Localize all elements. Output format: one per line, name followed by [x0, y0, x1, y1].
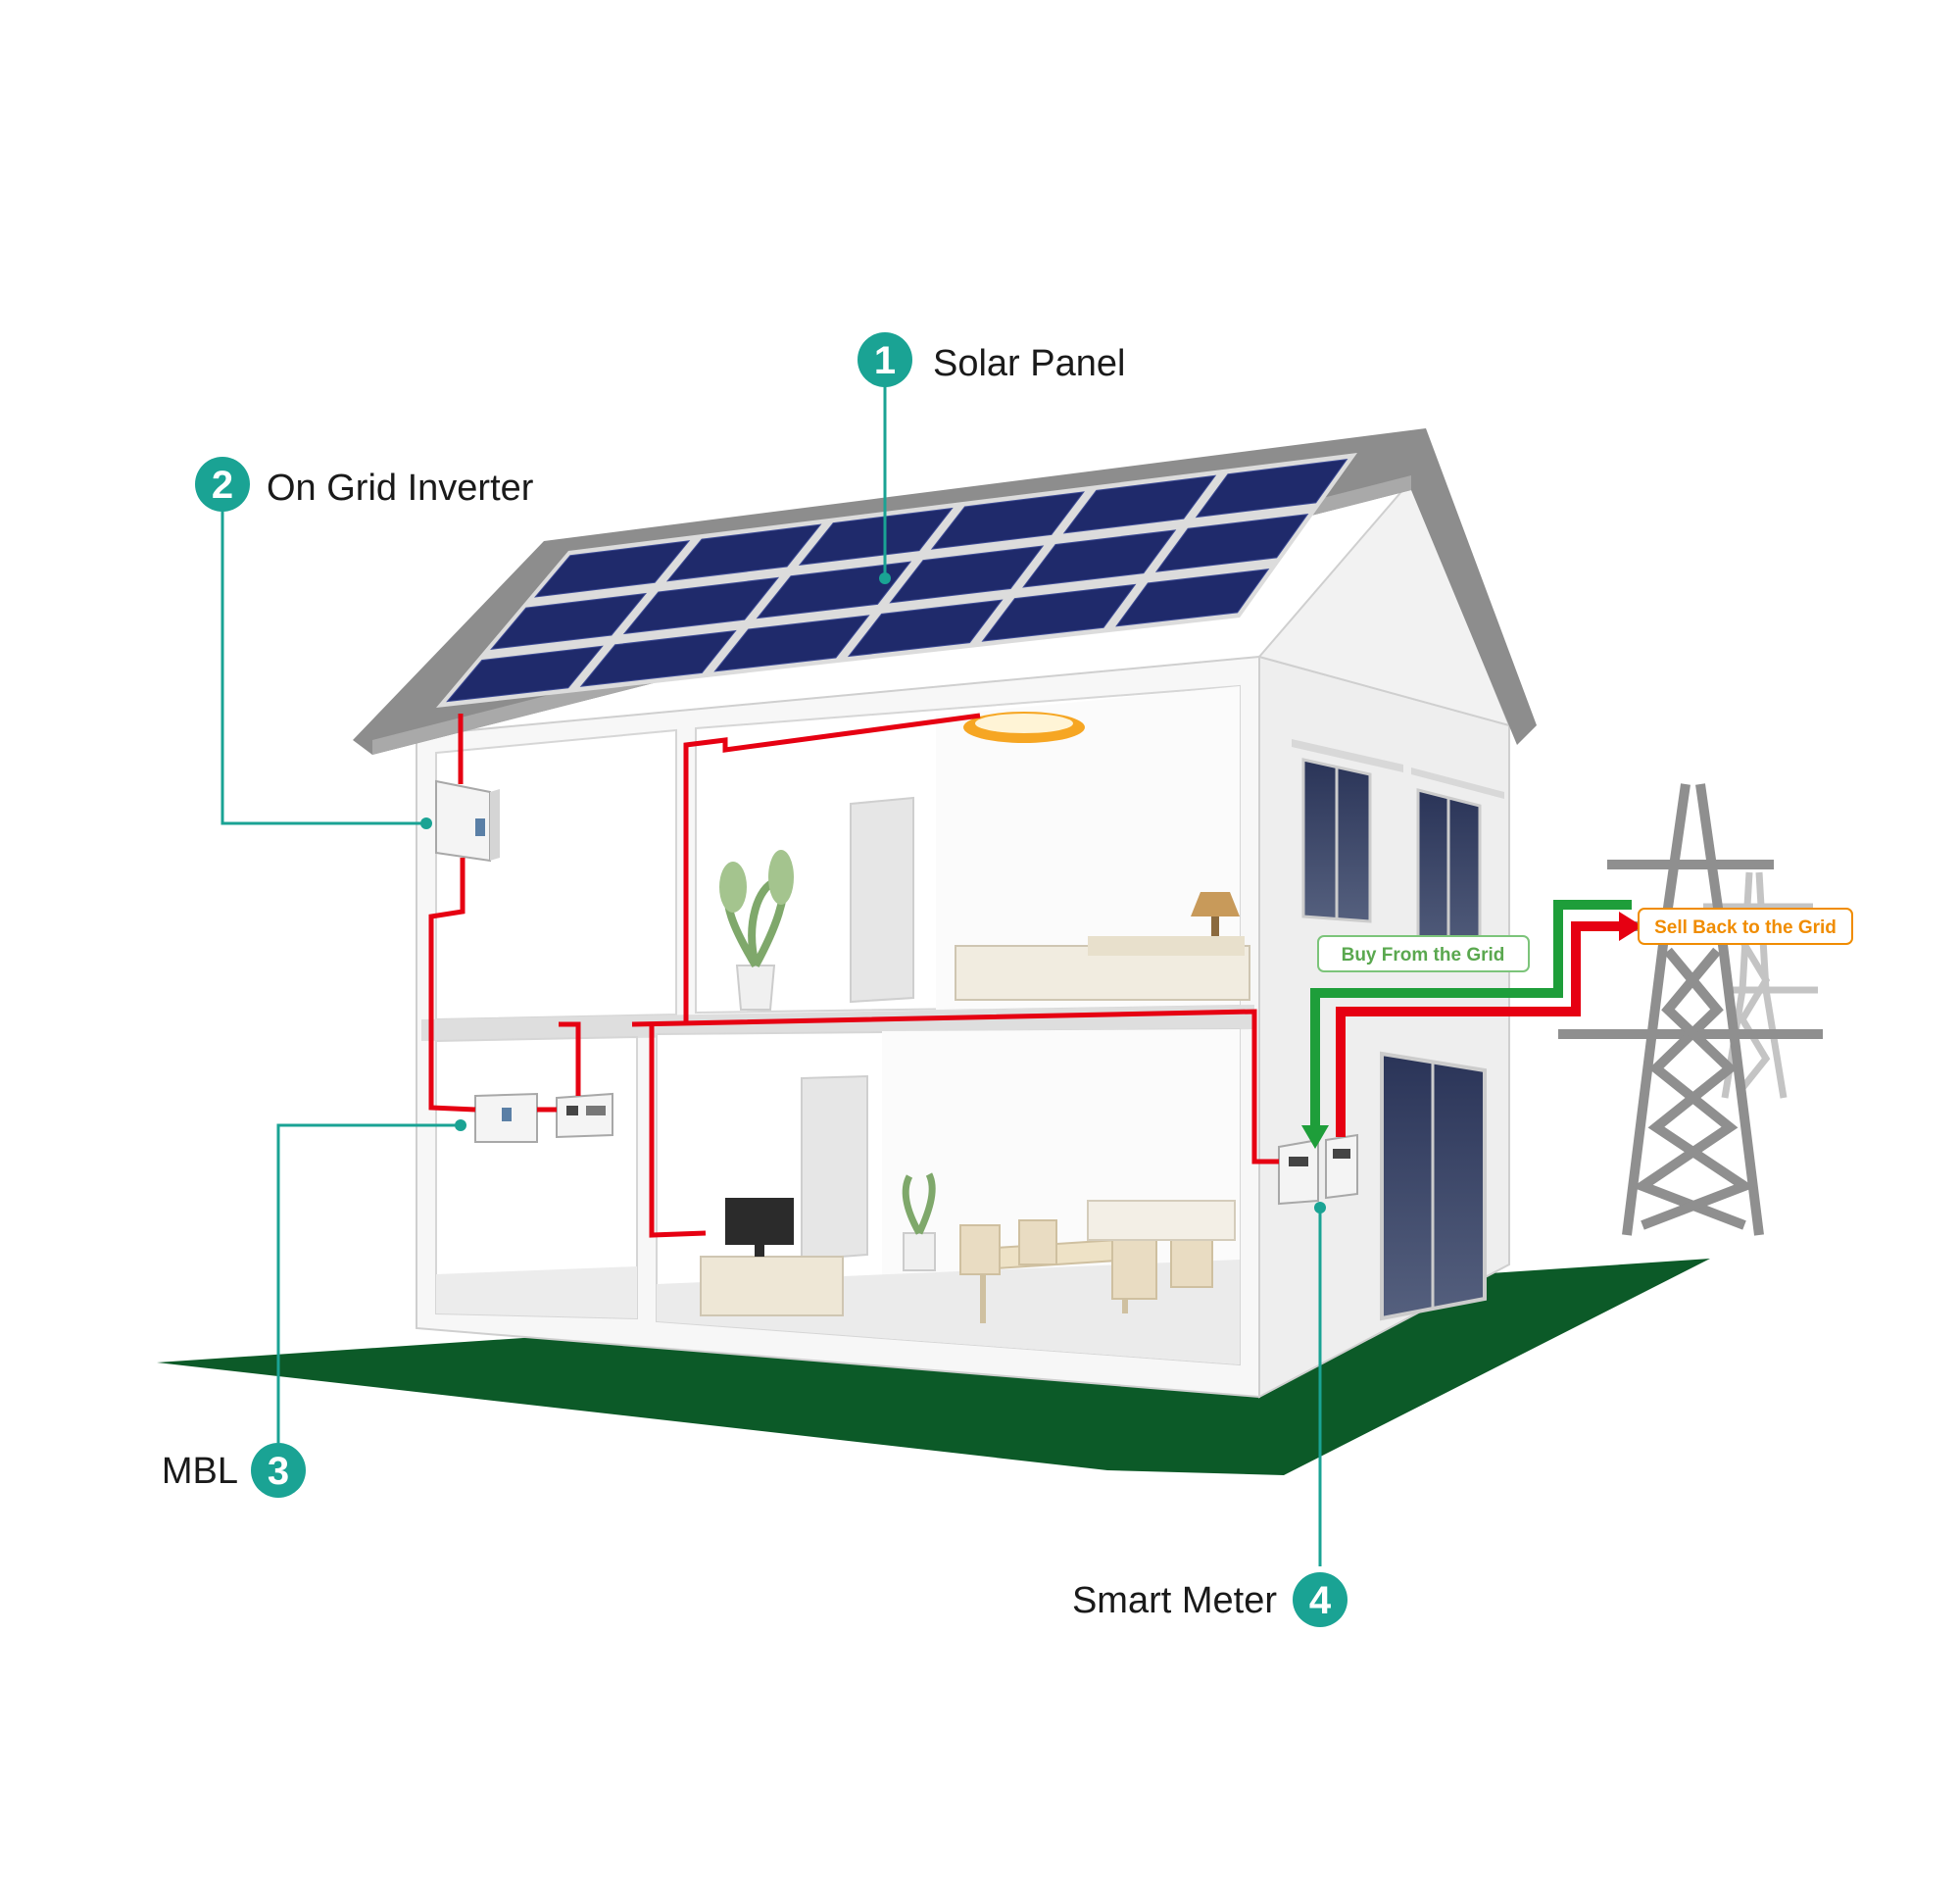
house-wiring [428, 713, 1279, 1238]
callout-on-grid-inverter: 2 On Grid Inverter [195, 457, 534, 512]
solar-panel-module [756, 561, 912, 619]
mbl-device [474, 1092, 613, 1143]
solar-panel-module [930, 491, 1085, 550]
tv-unit [700, 1198, 844, 1316]
solar-panel-module [713, 615, 870, 672]
solar-panel-module [1195, 459, 1348, 519]
smart-meter-device [1278, 1133, 1358, 1206]
solar-panel-module [1022, 529, 1177, 588]
callout-solar-panel: 1 Solar Panel [858, 332, 1125, 387]
solar-panel-module [534, 540, 691, 598]
ceiling-light [963, 712, 1085, 743]
callout-smart-meter: 4 Smart Meter [1072, 1572, 1348, 1627]
solar-panel-array [436, 453, 1357, 708]
solar-panel-module [847, 599, 1004, 658]
sell-to-grid-label: Sell Back to the Grid [1654, 917, 1837, 938]
callout-leaders [220, 384, 1322, 1566]
dining-set [959, 1200, 1236, 1323]
callout-number-3: 3 [268, 1450, 289, 1493]
callout-label-on-grid-inverter: On Grid Inverter [267, 468, 534, 509]
transmission-tower-front [1558, 783, 1823, 1236]
callout-badge-2 [195, 457, 250, 512]
plant-downstairs [902, 1172, 936, 1271]
on-grid-inverter-device [435, 779, 500, 863]
buy-from-grid-arrow [1301, 900, 1632, 1149]
callout-number-2: 2 [212, 464, 233, 507]
plant-upstairs [719, 850, 794, 1011]
sell-to-grid-arrow [1336, 912, 1642, 1137]
bed [955, 892, 1250, 1001]
solar-panel-module [579, 629, 737, 687]
solar-panel-module [490, 592, 648, 650]
callout-anchor-dots [420, 572, 1326, 1213]
solar-panel-module [1062, 474, 1217, 534]
solar-panel-module [1154, 514, 1309, 572]
callout-number-4: 4 [1309, 1579, 1332, 1622]
solar-panel-module [446, 645, 604, 703]
buy-from-grid-tag: Buy From the Grid [1317, 935, 1530, 972]
buy-from-grid-label: Buy From the Grid [1342, 945, 1505, 966]
callout-label-mbl: MBL [162, 1451, 238, 1492]
solar-panel-module [622, 576, 780, 635]
solar-panel-module [665, 523, 822, 582]
callout-badge-3 [251, 1443, 306, 1498]
callout-number-1: 1 [874, 339, 896, 382]
sell-to-grid-tag: Sell Back to the Grid [1638, 908, 1853, 945]
solar-panel-module [889, 545, 1045, 604]
solar-panel-module [1115, 569, 1270, 627]
callout-label-smart-meter: Smart Meter [1072, 1580, 1277, 1621]
callout-badge-1 [858, 332, 912, 387]
solar-panel-module [798, 507, 954, 567]
callout-label-solar-panel: Solar Panel [933, 343, 1125, 384]
callout-badge-4 [1293, 1572, 1348, 1627]
callout-mbl: 3 MBL [162, 1443, 306, 1498]
solar-panel-module [981, 583, 1137, 642]
